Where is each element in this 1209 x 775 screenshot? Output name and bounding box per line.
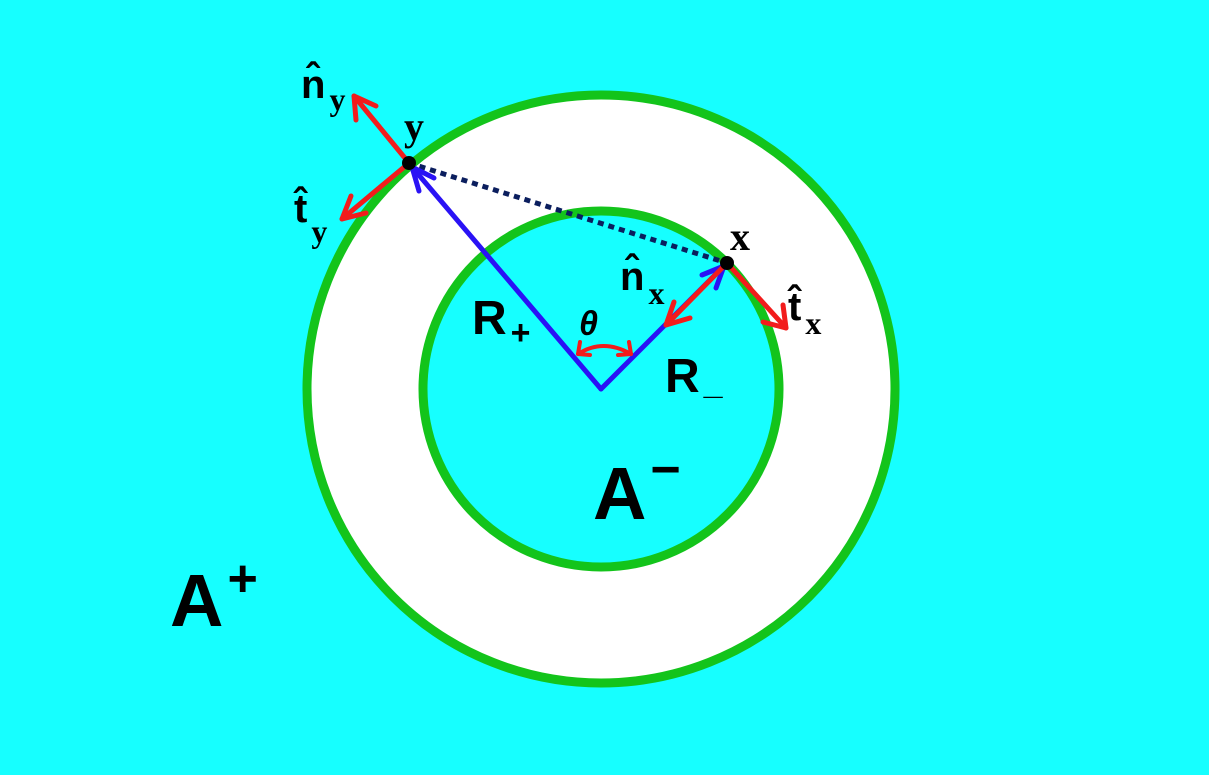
normal-vector-x-label: n̂ x [620,252,664,311]
tangent-vector-x-arrow [724,260,789,331]
point-y-label: y [404,104,424,149]
point-x-marker [720,256,734,270]
radius-outer-label: R + [472,292,531,352]
normal-vector-y-label: n̂ y [301,60,345,117]
tangent-vector-x-label: t̂ x [787,283,822,341]
outer-region-label: A + [170,550,258,642]
tangent-vector-y-arrow [339,160,412,222]
angle-theta-arc [576,340,633,357]
normal-vector-x-arrow [663,260,730,328]
radius-inner-label: R _ [665,350,724,403]
angle-theta-label: θ [579,305,598,343]
point-y-marker [402,156,416,170]
chord-x-y [408,160,728,266]
inner-region-label: A − [593,441,681,535]
normal-vector-y-arrow [351,93,412,166]
tangent-vector-y-label: t̂ y [293,185,328,249]
point-x-label: x [730,214,750,259]
